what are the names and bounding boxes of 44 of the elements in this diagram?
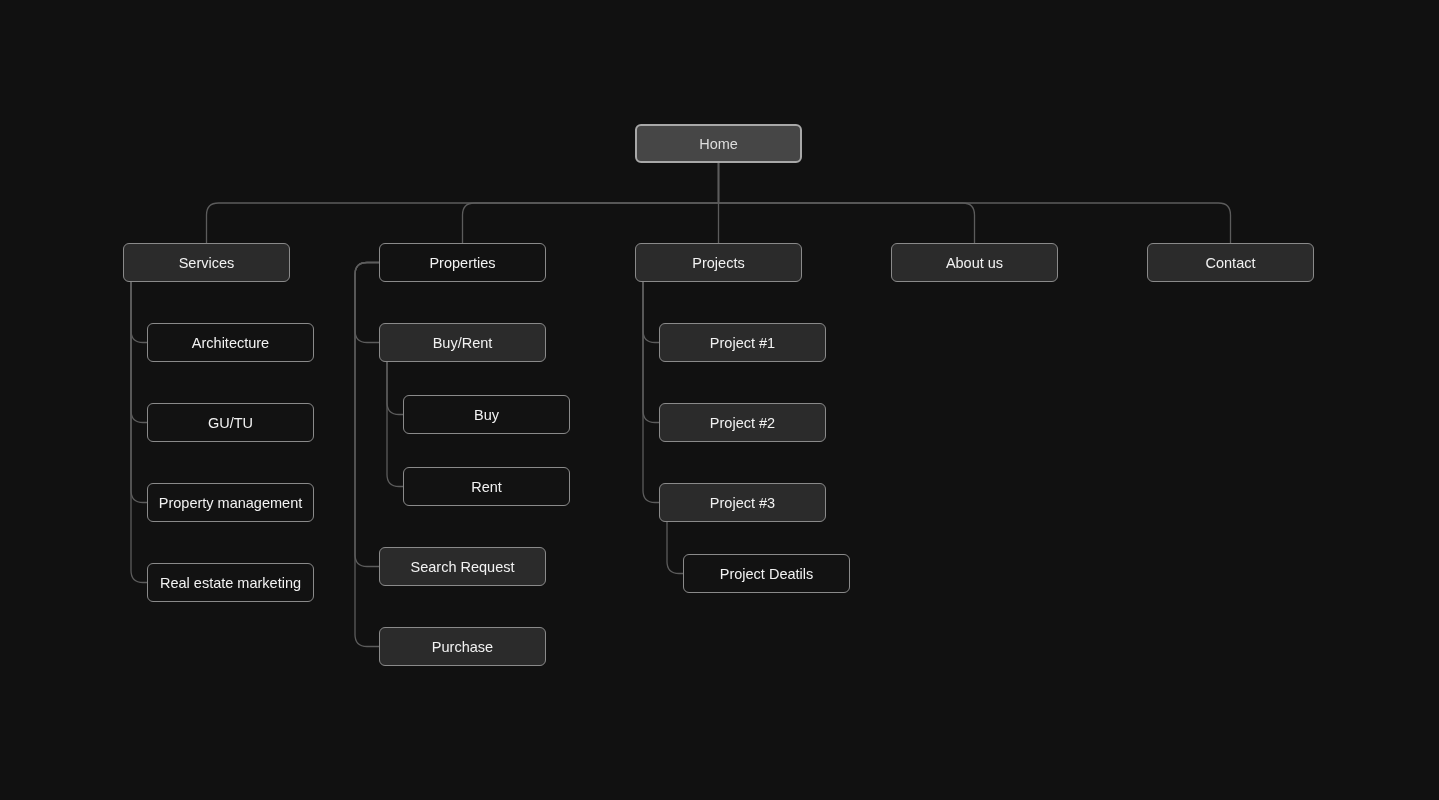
connector-line xyxy=(717,162,1232,244)
page-label: Services xyxy=(178,254,235,271)
page-box xyxy=(683,554,850,593)
root-page-box xyxy=(635,124,802,163)
page-box xyxy=(147,563,314,602)
page-box xyxy=(659,483,826,522)
page-box xyxy=(1147,243,1314,282)
page-label: Rent xyxy=(471,478,502,495)
page-label: Buy xyxy=(474,406,499,423)
connector-line xyxy=(666,521,684,575)
page-box xyxy=(379,627,546,666)
page-label: Projects xyxy=(692,254,745,271)
page-label: About us xyxy=(945,254,1004,271)
page-label: Project #3 xyxy=(709,494,776,511)
page-label: Architecture xyxy=(191,334,270,351)
page-box xyxy=(147,323,314,362)
page-box xyxy=(379,243,546,282)
page-label: Property management xyxy=(158,494,303,511)
page-box xyxy=(147,483,314,522)
page-label: Properties xyxy=(429,254,496,271)
page-label: Contact xyxy=(1205,254,1256,271)
connector-line xyxy=(354,261,380,648)
page-label: Project Deatils xyxy=(719,565,814,582)
page-label: Real estate marketing xyxy=(159,574,301,591)
connector-line xyxy=(130,281,148,584)
connector-line xyxy=(642,281,660,504)
page-label: Project #2 xyxy=(709,414,776,431)
page-box xyxy=(659,323,826,362)
page-label: Home xyxy=(699,135,738,152)
page-box xyxy=(403,395,570,434)
page-label: GU/TU xyxy=(207,414,254,431)
page-box xyxy=(123,243,290,282)
page-box xyxy=(403,467,570,506)
page-box xyxy=(891,243,1058,282)
page-box xyxy=(147,403,314,442)
page-label: Project #1 xyxy=(709,334,776,351)
page-label: Buy/Rent xyxy=(432,334,493,351)
page-label: Search Request xyxy=(410,558,515,575)
page-label: Purchase xyxy=(431,638,494,655)
page-box xyxy=(379,323,546,362)
connector-line xyxy=(386,361,404,488)
page-box xyxy=(635,243,802,282)
page-box xyxy=(379,547,546,586)
page-box xyxy=(659,403,826,442)
